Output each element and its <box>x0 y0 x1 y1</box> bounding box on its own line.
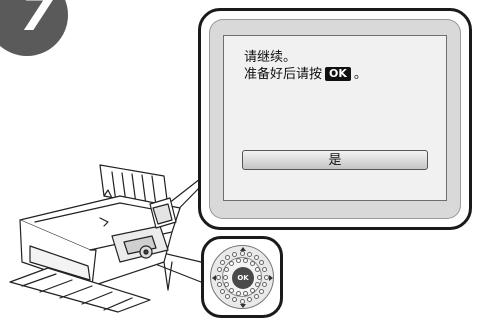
wheel-dot <box>253 293 259 299</box>
wheel-dot <box>243 291 249 297</box>
ok-key-label: OK <box>325 67 351 81</box>
wheel-dot <box>224 267 230 273</box>
wheel-dot <box>225 255 231 261</box>
message-suffix: 。 <box>353 67 367 82</box>
step-number: 7 <box>20 0 55 42</box>
message-line-continue: 请继续。 <box>244 50 297 65</box>
wheel-dot <box>216 267 222 273</box>
wheel-dot <box>220 260 226 266</box>
wheel-dot <box>235 257 241 263</box>
ok-button[interactable]: OK <box>232 267 254 289</box>
wheel-dot <box>232 251 238 257</box>
wheel-dot <box>220 288 226 294</box>
yes-button[interactable]: 是 <box>242 150 428 170</box>
wheel-dot <box>216 281 222 287</box>
wheel-dot <box>235 291 241 297</box>
wheel-dot <box>224 281 230 287</box>
wheel-dot <box>254 281 260 287</box>
wheel-dot <box>250 287 256 293</box>
wheel-dot <box>222 274 228 280</box>
arrow-down-icon[interactable] <box>240 304 246 308</box>
wheel-dot <box>239 250 245 256</box>
wheel-dot <box>254 267 260 273</box>
wheel-dot <box>228 287 234 293</box>
wheel-dot <box>250 261 256 267</box>
wheel-dot <box>258 260 264 266</box>
scroll-wheel-inner <box>222 257 262 297</box>
wheel-dot <box>246 251 252 257</box>
step-badge: 7 <box>0 0 68 56</box>
arrow-right-icon[interactable] <box>269 275 273 281</box>
wheel-dot <box>215 274 221 280</box>
wheel-dot <box>262 267 268 273</box>
wheel-dot <box>232 297 238 303</box>
wheel-dot <box>243 257 249 263</box>
wheel-dot <box>256 274 262 280</box>
arrow-left-icon[interactable] <box>212 275 216 281</box>
wheel-dot <box>253 255 259 261</box>
arrow-up-icon[interactable] <box>240 247 246 251</box>
wheel-dot <box>228 261 234 267</box>
scroll-wheel[interactable]: OK <box>210 245 274 309</box>
wheel-dot <box>246 297 252 303</box>
dial-callout: OK <box>201 236 283 318</box>
wheel-dot <box>262 281 268 287</box>
message-prefix: 准备好后请按 <box>244 67 323 82</box>
wheel-dot <box>225 293 231 299</box>
wheel-dot <box>263 274 269 280</box>
wheel-dot <box>239 298 245 304</box>
wheel-dot <box>258 288 264 294</box>
